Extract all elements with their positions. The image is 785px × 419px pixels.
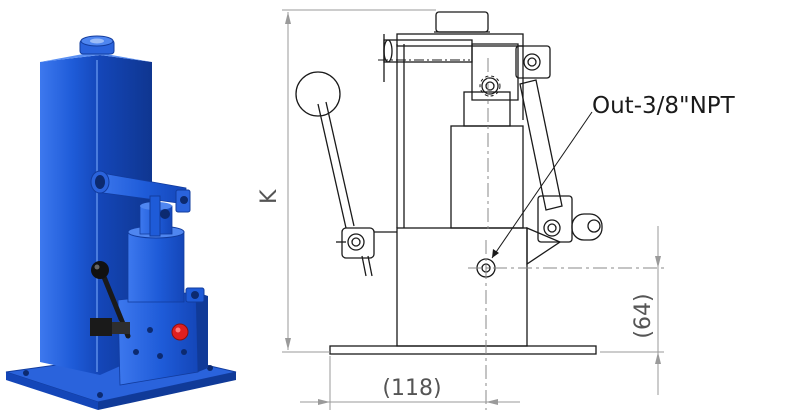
pump-base-plate-edge-right: [98, 372, 236, 410]
drawing-lower-housing: [396, 227, 528, 347]
base-bolt-hole: [207, 365, 213, 371]
pump-handle-tube: [90, 170, 187, 205]
drawing-pump-cylinder: [450, 125, 524, 229]
base-bolt-hole: [23, 370, 29, 376]
drawing-handle-ball: [295, 71, 341, 117]
technical-drawing: [295, 11, 664, 410]
dimensions: [282, 9, 664, 410]
pump-base-plate-edge: [6, 372, 98, 410]
pump-cylinder: [127, 231, 185, 303]
pump-photo: [5, 35, 237, 410]
drawing-filler-cap: [435, 11, 489, 33]
base-bolt-hole: [97, 392, 103, 398]
dim-118-label: (118): [382, 376, 441, 401]
release-knob: [91, 261, 109, 279]
outlet-label: Out-3/8"NPT: [592, 93, 736, 119]
red-port-plug: [171, 323, 189, 341]
reservoir-tank-front: [40, 55, 100, 375]
pump-body-block: [117, 291, 199, 386]
outlet-leader-line: [491, 111, 593, 259]
drawing-link-arm: [519, 79, 563, 211]
drawing-base-plate: [329, 345, 597, 355]
drawing-pivot-bracket: [471, 43, 519, 101]
dim-64-label: (64): [631, 293, 656, 338]
dim-k-label: K: [257, 189, 282, 204]
